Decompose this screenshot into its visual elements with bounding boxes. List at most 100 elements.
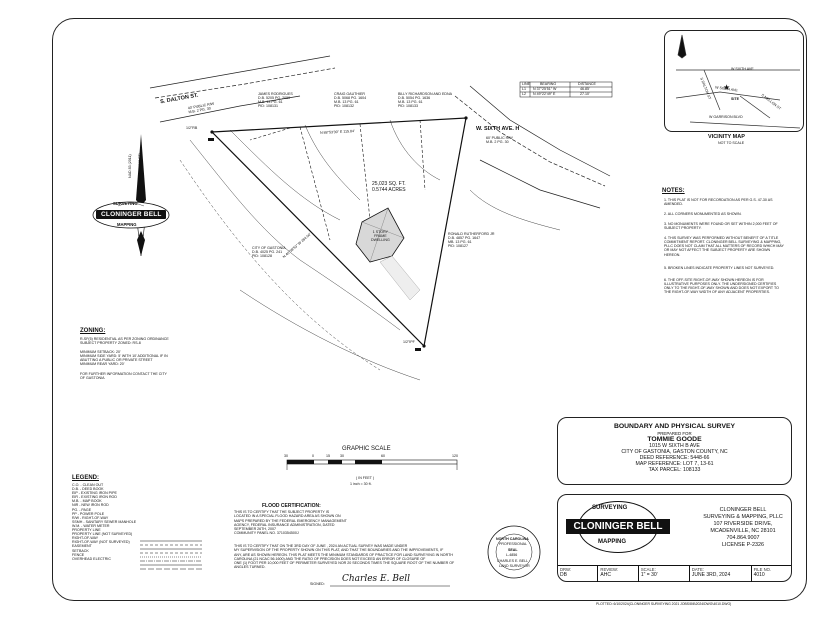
property-boundary (210, 117, 467, 348)
adjoiner-richardson: BILLY RICHARDSON AND EDNA D.B. 5054 PG. … (398, 92, 452, 109)
map-reference: MAP REFERENCE: LOT 7, 13-61 (635, 460, 714, 467)
company-license: LICENSE P-2326 (722, 542, 764, 549)
line-table-row: N 49°22'49" E (533, 92, 556, 96)
scale-unit: ( IN FEET ) (356, 476, 375, 480)
zoning-line: MINIMUM REAR YARD: 20' (80, 362, 125, 366)
line-table-row: L1 (522, 87, 526, 91)
text-line: RIGHT-OF-WAY (NOT SURVEYED) (72, 540, 130, 545)
text-line: PROPERTY LINE (72, 528, 101, 533)
adjoiner-rodrigues: JAMES RODRIGUES D.B. 5205 PG. 2050 M.B. … (258, 92, 293, 109)
text-line: EIR - EXISTING IRON ROD (72, 495, 117, 500)
seal-line: LAND SURVEYOR (499, 564, 530, 568)
zoning-line: MINIMUM SIDE YARD: 5' WITH 10' ADDITIONA… (80, 354, 168, 358)
note-item: 1. THIS PLAT IS NOT FOR RECORDATION AS P… (664, 198, 773, 207)
logo-surveying: SURVEYING (592, 505, 628, 511)
signature: Charles E. Bell (342, 574, 411, 584)
logo-main: CLONINGER BELL (566, 519, 670, 534)
title-block: BOUNDARY AND PHYSICAL SURVEY PREPARED FO… (557, 417, 792, 485)
note-item: 6. THE OFF-SITE RIGHT-OF-WAY SHOWN HEREO… (664, 278, 779, 295)
info-cell: DRW:DB (558, 566, 599, 582)
lot-lines (249, 119, 426, 241)
logo-mapping: MAPPING (598, 539, 627, 545)
info-cell-label: FILE NO. (753, 567, 772, 572)
seal-line: PROFESSIONAL (499, 542, 527, 546)
seal-line: NORTH CAROLINA (496, 537, 529, 541)
adjoiner-city: CITY OF GASTONIA D.B. 4025 PG. 241 PID: … (252, 246, 286, 259)
logo-main-small: CLONINGER BELL (101, 211, 162, 218)
info-cell-label: SCALE: (640, 567, 656, 572)
line-table-h-bearing: BEARING (540, 82, 557, 86)
info-cell-value: JUNE 3RD, 2024 (691, 572, 731, 578)
prepared-for: PREPARED FOR (657, 430, 692, 436)
scale-tick: 30 (340, 454, 344, 458)
info-cell: DATE:JUNE 3RD, 2024 (690, 566, 752, 582)
info-cell-value: AHC (600, 572, 611, 578)
scale-tick: 60 (381, 454, 385, 458)
driveway (379, 255, 421, 301)
vicinity-street: W GARRISON BLVD (709, 115, 743, 119)
deed-reference: DEED REFERENCE: 5448-66 (639, 454, 710, 461)
logo-mapping-small: MAPPING (117, 222, 137, 227)
street-lines (149, 55, 611, 209)
company-name: CLONINGER BELL (719, 507, 767, 513)
note-item: 5. BROKEN LINES INDICATE PROPERTY LINES … (664, 266, 775, 270)
text-line: THIS IS TO CERTIFY THAT THE SUBJECT PROP… (234, 510, 330, 514)
vicinity-street: S DALTON ST (699, 77, 712, 101)
zoning-line: MINIMUM SETBACK: 20' (80, 350, 121, 354)
legend-title: LEGEND: (72, 475, 99, 481)
survey-title: BOUNDARY AND PHYSICAL SURVEY (613, 423, 736, 430)
text-line: NIR - NEW IRON ROD (72, 503, 109, 508)
zoning-line: ABUTTING A PUBLIC OR PRIVATE STREET (80, 358, 153, 362)
adjoiner-rutherford: RONALD RUTHERFORD JR D.B. 4857 PG. 1647 … (448, 232, 495, 249)
text-line: CAROLINA (21 NCAC 56.1600) AND THE RATIO… (234, 556, 426, 561)
line-table-h-line: LINE (522, 82, 530, 86)
text-line: SSMH - SANITARY SEWER MANHOLE (72, 519, 137, 524)
info-cell: FILE NO.4010 (752, 566, 791, 582)
text-line: OVERHEAD ELECTRIC (72, 556, 111, 561)
certification-text: THIS IS TO CERTIFY THAT ON THE 3RD DAY O… (234, 544, 454, 570)
text-line: FENCE (72, 552, 85, 557)
info-cell-value: 1" = 30' (640, 572, 658, 578)
info-cell-value: 4010 (753, 572, 765, 578)
site-address: 1015 W SIXTH B AVE (649, 442, 700, 449)
text-line: SETBACK (72, 548, 89, 553)
info-cell-value: DB (560, 572, 567, 578)
company-name-2: SURVEYING & MAPPING, PLLC (703, 514, 783, 521)
scale-tick: 15 (326, 454, 330, 458)
text-line: EASEMENT (72, 544, 92, 549)
text-line: C.O. - CLEAN OUT (72, 483, 104, 487)
seal-line: CHARLES E. BELL (497, 559, 529, 563)
client-name: TOMMIE GOODE (647, 435, 702, 443)
vicinity-title: VICINITY MAP (708, 134, 745, 140)
adjoiner-lines (179, 119, 561, 381)
scale-tick: 120 (452, 454, 458, 458)
vicinity-street: S MELLON ST (760, 93, 782, 111)
vicinity-roads (675, 34, 801, 129)
text-line: COMMUNITY PANEL NO. 3710354500J (234, 531, 299, 536)
text-line: ANY, ARE AS SHOWN HEREON. THIS PLAT MEET… (234, 552, 453, 557)
graphic-scale-bar (286, 459, 458, 470)
plot-stamp: PLOTTED: 6/10/2024(CLONINGER SURVEYING 2… (596, 602, 732, 606)
tax-parcel: TAX PARCEL: 108133 (648, 466, 701, 473)
vicinity-site-label: SITE (731, 97, 739, 101)
company-block: SURVEYING CLONINGER BELL MAPPING CLONING… (557, 494, 792, 582)
text-line: LOCATED IN A SPECIAL FLOOD HAZARD AREA A… (234, 514, 341, 519)
vicinity-street: W SIXTH AVE (731, 67, 754, 71)
north-arrow-datum: NAD 83 (2011) (128, 154, 133, 178)
company-street: 107 RIVERSIDE DRIVE, (713, 521, 773, 528)
info-cell: REVIEW:AHC (598, 566, 639, 582)
flood-lines: THIS IS TO CERTIFY THAT THE SUBJECT PROP… (234, 510, 347, 536)
house-label: 1 STORY FRAME DWELLING (371, 230, 390, 243)
company-address: CLONINGER BELL SURVEYING & MAPPING, PLLC… (698, 507, 788, 549)
adjoiner-gauthier: CRAIG GAUTHIER D.B. 5068 PG. 1604 M.B. 1… (334, 92, 367, 109)
flood-title: FLOOD CERTIFICATION: (262, 503, 321, 509)
text-line: W.M. - WATER METER (72, 523, 110, 528)
zoning-line: FOR FURTHER INFORMATION CONTACT THE CITY (80, 372, 167, 376)
text-line: RIGHT-OF-WAY (72, 536, 99, 541)
line-table-h-distance: DISTANCE (578, 82, 596, 86)
street-sixth-label: W. SIXTH AVE. H (476, 126, 520, 132)
text-line: R/W - RIGHT-OF-WAY (72, 515, 109, 520)
zoning-line: OF GASTONIA (80, 376, 105, 380)
corner-pin-1: 1/2"RB (186, 126, 198, 130)
